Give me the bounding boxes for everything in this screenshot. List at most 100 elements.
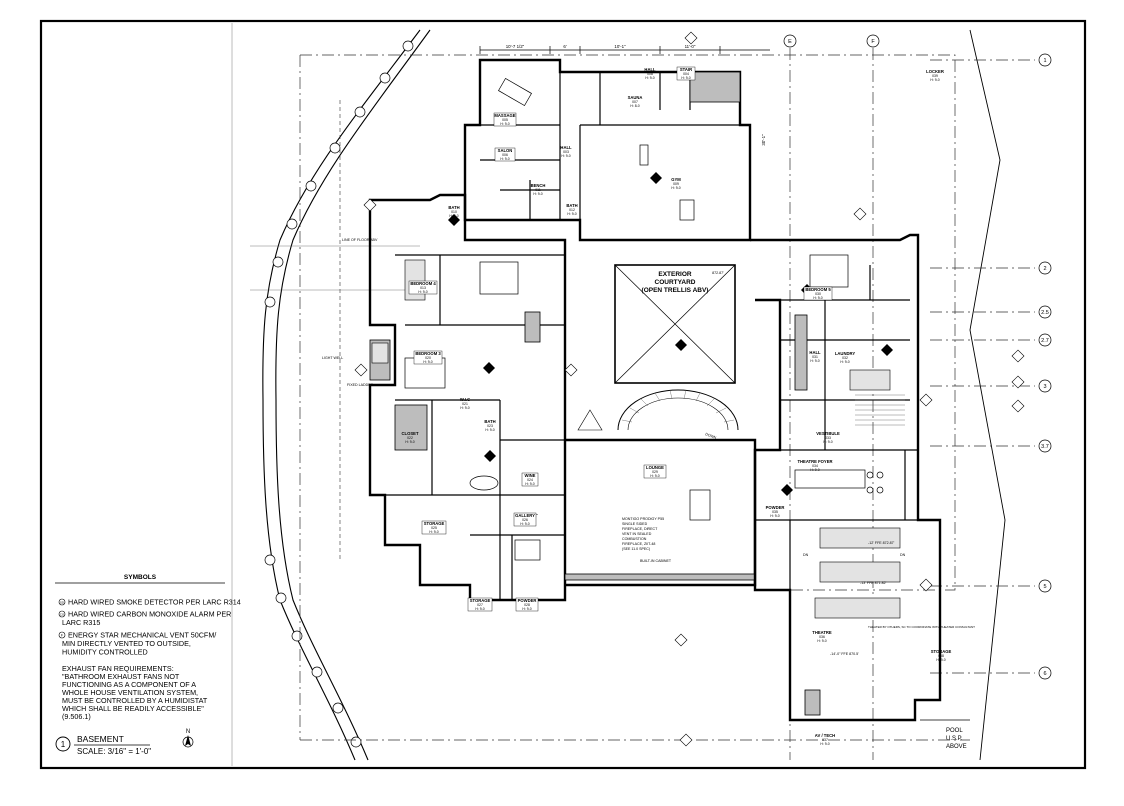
svg-text:031: 031 [812,355,818,359]
svg-text:SAUNA: SAUNA [628,95,643,100]
svg-text:BENCH: BENCH [531,183,546,188]
light-well-note: LIGHT WELL [322,356,343,360]
svg-text:WHOLE HOUSE VENTILATION SYSTEM: WHOLE HOUSE VENTILATION SYSTEM, [62,688,198,697]
svg-text:BEDROOM 4: BEDROOM 4 [410,281,436,286]
grid-bubble-right-5: 3.7 [1038,439,1052,453]
svg-text:H: 9-0: H: 9-0 [681,76,690,80]
courtyard-label: EXTERIOR COURTYARD (OPEN TRELLIS ABV) 87… [642,271,725,294]
grid-bubble-right-6: 5 [1038,579,1052,593]
line-of-floor-note: LINE OF FLOOR ABV [342,238,378,242]
legend-heading: SYMBOLS [124,574,157,581]
svg-text:F: F [871,39,875,45]
svg-text:006: 006 [502,153,508,157]
builtin-cabinet-note: BUILT-IN CABINET [640,559,672,563]
svg-text:2.7: 2.7 [1041,338,1049,344]
svg-text:H: 9-0: H: 9-0 [405,440,414,444]
svg-text:023: 023 [487,424,493,428]
svg-text:1: 1 [1043,58,1046,64]
section-markers [354,31,1025,747]
drawing-scale: SCALE: 3/16" = 1'-0" [77,747,151,756]
svg-text:BEDROOM 3: BEDROOM 3 [415,351,441,356]
exhaust-requirements: EXHAUST FAN REQUIREMENTS: "BATHROOM EXHA… [62,664,208,721]
grid-bubble-right-2: 2.5 [1038,305,1052,319]
svg-text:H: 9-0: H: 9-0 [423,360,432,364]
svg-text:H: 9-0: H: 9-0 [418,290,427,294]
svg-text:H: 9-0: H: 9-0 [485,428,494,432]
svg-text:036: 036 [819,635,825,639]
svg-text:H: 9-0: H: 9-0 [525,482,534,486]
svg-text:H: 9-0: H: 9-0 [930,78,939,82]
svg-text:VENT IN SEALED: VENT IN SEALED [622,532,652,536]
svg-text:COMBUSTION: COMBUSTION [622,537,647,541]
svg-text:H: 8-0: H: 8-0 [630,104,639,108]
svg-text:W.I.C: W.I.C [460,397,470,402]
grid-lines [789,48,1035,760]
building-walls [368,58,970,722]
sheet-border [39,19,1087,770]
ffe-note-2: -13' FFE 871.82' [860,581,887,585]
svg-text:ENERGY STAR MECHANICAL VENT 50: ENERGY STAR MECHANICAL VENT 50CFM/ [68,631,216,640]
svg-text:GYM: GYM [671,177,681,182]
svg-text:EXHAUST FAN REQUIREMENTS:: EXHAUST FAN REQUIREMENTS: [62,664,174,673]
svg-text:H: 9-0: H: 9-0 [840,360,849,364]
svg-text:032: 032 [842,356,848,360]
plan-notes: POOL U.S.P. ABOVE MONTIGO PRODIGY P55 SI… [322,238,975,750]
svg-text:025: 025 [431,526,437,530]
svg-text:H: 9-0: H: 9-0 [936,658,945,662]
svg-text:035: 035 [772,510,778,514]
svg-text:STORAGE: STORAGE [424,521,445,526]
svg-text:LARC R315: LARC R315 [62,618,100,627]
svg-text:SINGLE SIDED: SINGLE SIDED [622,522,648,526]
svg-text:STORAGE: STORAGE [470,598,491,603]
svg-text:LAUNDRY: LAUNDRY [835,351,856,356]
top-dimensions: 10'-7 1/2" 6' 10'-1" 11'-0" 8'-8 1/2" 30… [479,44,770,518]
svg-text:FIREPLACE, DIRECT: FIREPLACE, DIRECT [622,527,658,531]
grid-bubble-top-0: E [783,34,797,48]
svg-text:H: 9-0: H: 9-0 [520,522,529,526]
svg-text:010: 010 [451,210,457,214]
dim-1: 6' [563,44,566,49]
svg-text:SD: SD [60,601,65,605]
svg-text:3.7: 3.7 [1041,444,1049,450]
svg-text:2.5: 2.5 [1041,310,1049,316]
svg-text:VESTIBULE: VESTIBULE [816,431,840,436]
svg-text:033: 033 [825,436,831,440]
svg-text:003: 003 [563,150,569,154]
svg-text:024: 024 [527,478,533,482]
svg-text:(9.506.1): (9.506.1) [62,712,91,721]
svg-text:872.87': 872.87' [712,271,724,275]
ffe-note-1: -12' FFE 872.87' [868,541,895,545]
legend-item-smoke: SD HARD WIRED SMOKE DETECTOR PER LARC R3… [58,598,241,607]
svg-text:H: 9-0: H: 9-0 [810,468,819,472]
svg-text:H: 9-0: H: 9-0 [475,607,484,611]
svg-text:STORAGE: STORAGE [931,649,952,654]
svg-text:034: 034 [812,464,818,468]
grid-bubble-right-4: 3 [1038,379,1052,393]
grid-bubble-top-1: F [866,34,880,48]
svg-text:GALLERY: GALLERY [515,513,535,518]
svg-text:POWDER: POWDER [766,505,785,510]
